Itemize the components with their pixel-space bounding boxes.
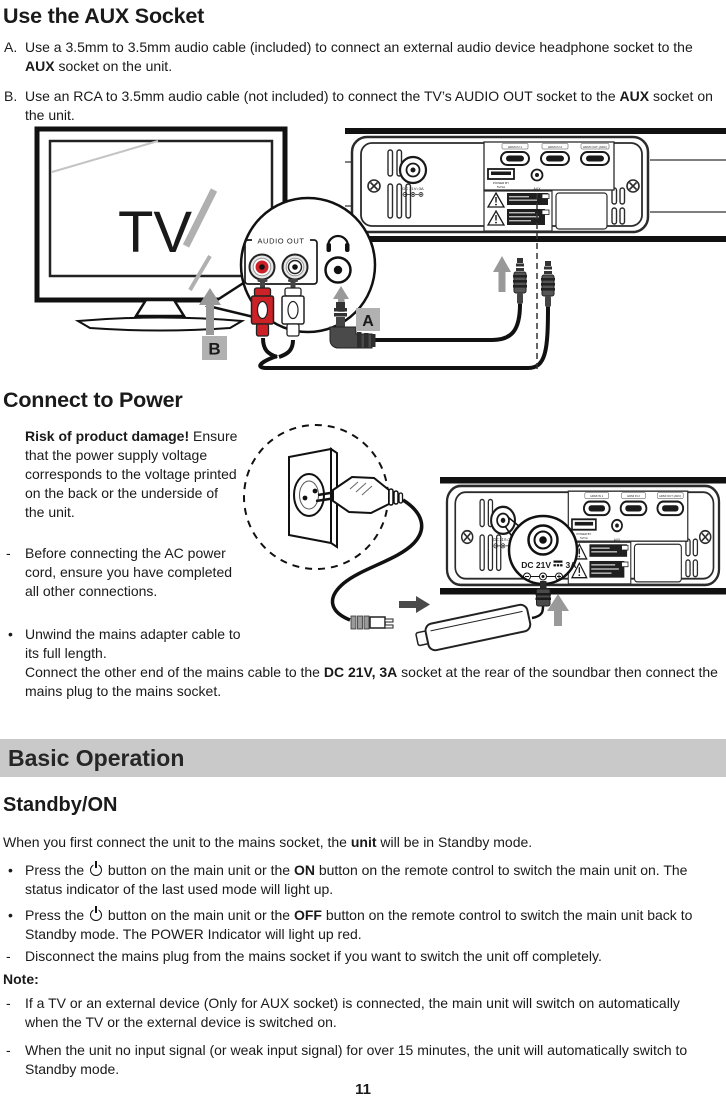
list-marker: B. [4, 88, 18, 104]
two-pin-connector [350, 615, 394, 630]
polarity-symbol [523, 572, 563, 581]
note-item-1: - If a TV or an external device (Only fo… [6, 995, 680, 1030]
power-continue-text: Connect the other end of the mains cable… [25, 664, 718, 699]
power-bullet-item: • Unwind the mains adapter cable to its … [8, 626, 241, 661]
standby-title: Standby/ON [3, 794, 118, 816]
dc-socket-callout: DC 21V 3A [504, 514, 579, 586]
warning-title: Risk of product damage! [25, 428, 190, 444]
callout-label-a: A [356, 308, 380, 331]
power-icon [90, 909, 103, 921]
soundbar-rear-panel [350, 135, 650, 234]
audio-plug-35mm-1 [513, 258, 527, 304]
mains-cable [330, 498, 424, 622]
power-warning: Risk of product damage! Ensure that the … [25, 427, 241, 522]
mains-plug [315, 475, 404, 515]
power-adapter [415, 603, 532, 652]
standby-dash-disconnect: - Disconnect the mains plug from the mai… [6, 948, 602, 964]
soundbar-top-edge [345, 128, 726, 134]
tv-label: TV [118, 200, 192, 265]
rca-socket-white [281, 253, 309, 281]
audio-cables [258, 303, 550, 370]
power-dash-item: - Before connecting the AC power cord, e… [6, 545, 233, 599]
arrow-up-to-aux-icon [493, 256, 511, 292]
aux-item-b: B. Use an RCA to 3.5mm audio cable (not … [4, 87, 716, 125]
tv-audio-out-callout: AUDIO OUT [204, 196, 377, 334]
soundbar-bottom-edge [440, 588, 726, 595]
page-number: 11 [355, 1081, 371, 1098]
audio-out-label: AUDIO OUT [257, 237, 304, 246]
aux-section-title: Use the AUX Socket [3, 4, 205, 28]
rca-plug-red [250, 279, 275, 337]
arrow-up-b-icon [199, 288, 221, 335]
warning-body: Ensure that the power supply voltage cor… [25, 428, 238, 520]
dc-plug [535, 581, 551, 607]
svg-text:B: B [208, 340, 220, 359]
wall-socket [288, 447, 338, 549]
standby-bullet-on: • Press the button on the main unit or t… [8, 862, 688, 897]
soundbar-top-edge [440, 477, 726, 484]
list-marker: A. [4, 39, 18, 55]
aux-item-b-text: Use an RCA to 3.5mm audio cable (not inc… [25, 88, 713, 123]
rca-plug-white [281, 279, 305, 337]
headphone-socket [324, 256, 352, 284]
note-item-2: - When the unit no input signal (or weak… [6, 1042, 688, 1077]
svg-text:A: A [362, 313, 374, 330]
aux-connection-figure: DC 21V=3A HDMI IN 1 HDMI IN 2 [34, 126, 726, 372]
aux-item-a-text: Use a 3.5mm to 3.5mm audio cable (includ… [25, 39, 693, 74]
callout-label-b: B [202, 336, 227, 360]
dc-cord [531, 605, 545, 620]
headphone-icon [326, 234, 350, 252]
arrow-right-icon [399, 596, 430, 613]
aux-item-a: A. Use a 3.5mm to 3.5mm audio cable (inc… [4, 38, 716, 76]
basic-operation-banner: Basic Operation [0, 739, 726, 777]
right-angle-plug [329, 302, 376, 349]
basic-operation-banner-title: Basic Operation [8, 745, 185, 771]
soundbar-rear-panel [445, 484, 721, 587]
audio-plug-35mm-2 [541, 261, 555, 307]
standby-intro: When you first connect the unit to the m… [3, 834, 533, 850]
standby-bullet-off: • Press the button on the main unit or t… [8, 907, 693, 942]
power-section-title: Connect to Power [3, 388, 183, 412]
note-title: Note: [3, 971, 39, 987]
rca-socket-red [248, 253, 276, 281]
power-connection-figure: DC 21V 3A [243, 424, 726, 652]
dc-zoom-amps: 3A [566, 560, 577, 570]
soundbar-bottom-edge [345, 236, 726, 242]
arrow-up-to-dc-icon [547, 594, 569, 626]
dc-zoom-volts: DC 21V [521, 560, 551, 570]
power-icon [90, 864, 103, 876]
tv: TV [34, 126, 288, 332]
